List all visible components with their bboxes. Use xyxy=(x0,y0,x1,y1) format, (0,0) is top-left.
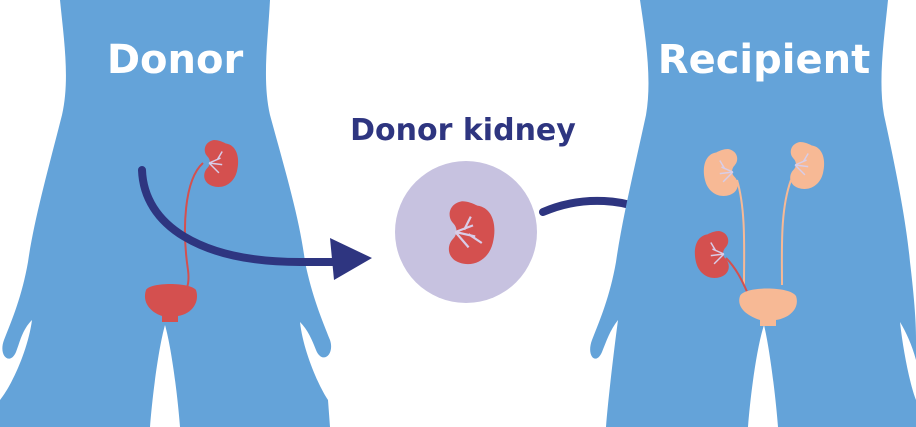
recipient-label: Recipient xyxy=(658,37,870,83)
donor-label: Donor xyxy=(107,37,244,83)
donor-kidney-label: Donor kidney xyxy=(350,113,576,148)
donor-arrowhead xyxy=(330,238,372,280)
donor-figure: Donor xyxy=(0,0,372,427)
recipient-figure: Recipient xyxy=(590,0,916,427)
